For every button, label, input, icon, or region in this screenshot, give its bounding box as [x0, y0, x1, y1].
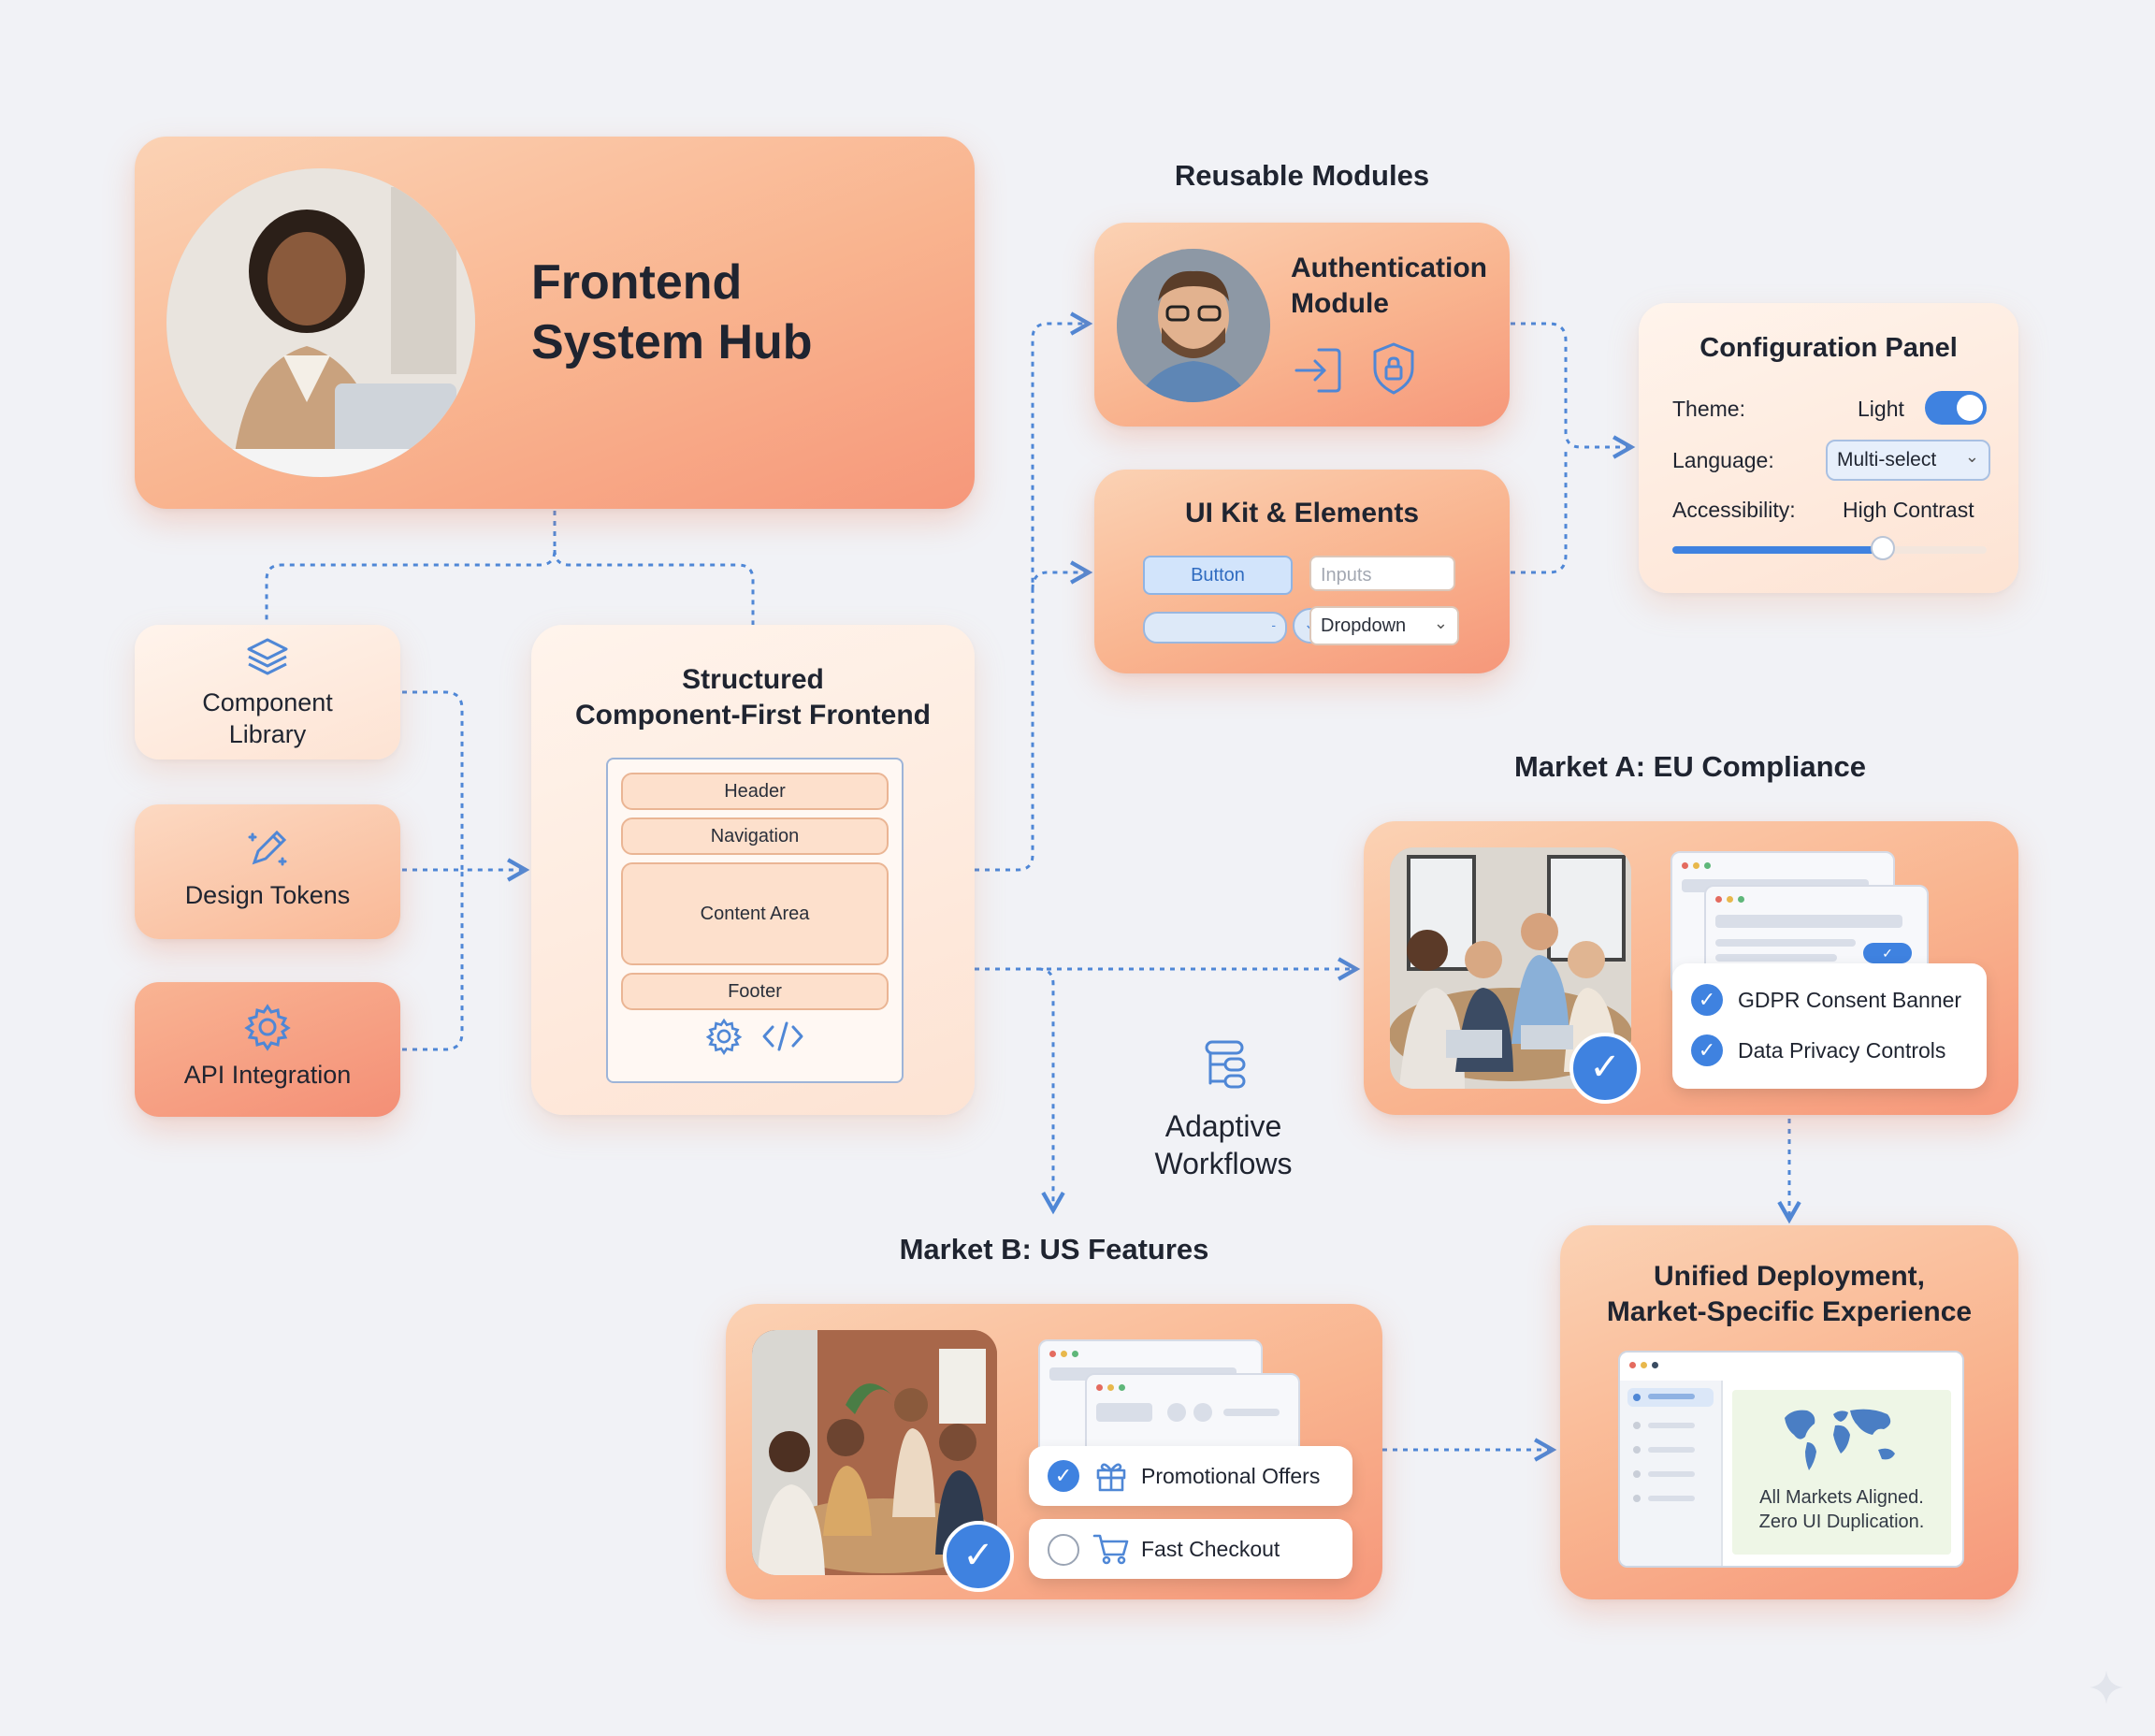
ui-kit-dropdown-label: Dropdown — [1321, 615, 1407, 636]
promotional-offers-row[interactable]: ✓ Promotional Offers — [1029, 1446, 1352, 1506]
component-library-line2: Library — [228, 720, 307, 748]
reusable-modules-heading: Reusable Modules — [1174, 159, 1430, 192]
api-integration-card[interactable]: API Integration — [135, 982, 400, 1117]
data-privacy-controls[interactable]: Data Privacy Controls — [1738, 1038, 1946, 1063]
component-library-card[interactable]: Component Library — [135, 625, 400, 760]
market-a-heading: Market A: EU Compliance — [1513, 750, 1867, 783]
wireframe-header[interactable]: Header — [621, 773, 889, 810]
promotional-offers-label: Promotional Offers — [1141, 1464, 1321, 1488]
unified-title-line2: Market-Specific Experience — [1606, 1296, 1973, 1327]
accessibility-label: Accessibility: — [1672, 498, 1796, 522]
login-icon — [1294, 348, 1341, 393]
design-tokens-card[interactable]: Design Tokens — [135, 804, 400, 939]
configuration-panel: Configuration Panel Theme: Light Languag… — [1639, 303, 2018, 593]
hub-developer-photo — [166, 168, 475, 477]
language-select[interactable]: Multi-select ⌄ — [1826, 440, 1990, 481]
hub-title: Frontend System Hub — [531, 253, 813, 372]
config-panel-title: Configuration Panel — [1699, 333, 1958, 363]
language-chevron-icon: ⌄ — [1964, 447, 1979, 466]
design-tokens-label: Design Tokens — [184, 881, 351, 909]
auth-developer-photo — [1117, 249, 1270, 402]
unified-caption-line2: Zero UI Duplication. — [1758, 1512, 1925, 1532]
auth-title-line2: Module — [1291, 288, 1389, 319]
sparkle-icon — [2090, 1671, 2123, 1704]
language-label: Language: — [1672, 448, 1774, 472]
ui-kit-sample-button[interactable]: Button — [1143, 556, 1293, 595]
frontend-system-hub-card: Frontend System Hub — [135, 137, 975, 509]
theme-toggle[interactable] — [1925, 391, 1987, 425]
gift-icon — [1096, 1463, 1126, 1492]
accessibility-value: High Contrast — [1843, 498, 1974, 522]
layers-icon — [247, 638, 288, 675]
ui-kit-sample-input[interactable]: Inputs — [1309, 556, 1455, 591]
accessibility-slider-thumb[interactable] — [1871, 536, 1896, 560]
structured-frontend-card: Structured Component-First Frontend Head… — [531, 625, 975, 1115]
adaptive-workflows-line2: Workflows — [1154, 1147, 1293, 1180]
market-a-card: ✓ ✓ ✓ GDPR Consent Banner ✓ Data Privacy… — [1364, 821, 2018, 1115]
ui-kit-title: UI Kit & Elements — [1184, 498, 1420, 528]
fast-checkout-label: Fast Checkout — [1141, 1537, 1280, 1561]
auth-title-line1: Authentication — [1291, 253, 1487, 283]
us-verified-check-icon: ✓ — [943, 1521, 1014, 1592]
structured-title-line2: Component-First Frontend — [575, 700, 931, 731]
world-map-icon — [1785, 1409, 1895, 1470]
gdpr-check-icon: ✓ — [1691, 984, 1723, 1016]
fast-checkout-row[interactable]: Fast Checkout — [1029, 1519, 1352, 1579]
unified-app-window: All Markets Aligned. Zero UI Duplication… — [1618, 1351, 1964, 1568]
market-b-heading: Market B: US Features — [899, 1233, 1209, 1266]
shield-lock-icon — [1373, 342, 1414, 395]
promo-check-icon[interactable]: ✓ — [1048, 1460, 1079, 1492]
ui-kit-dropdown[interactable]: Dropdown ⌄ — [1309, 606, 1459, 645]
eu-compliance-list: ✓ GDPR Consent Banner ✓ Data Privacy Con… — [1672, 963, 1987, 1089]
us-team-photo — [752, 1330, 997, 1575]
dropdown-chevron-icon: ⌄ — [1433, 614, 1448, 632]
structured-title-line1: Structured — [682, 664, 824, 695]
api-integration-label: API Integration — [183, 1061, 352, 1089]
hub-title-line2: System Hub — [531, 315, 813, 369]
eu-verified-check-icon: ✓ — [1569, 1033, 1641, 1104]
ui-kit-card: UI Kit & Elements Button Inputs - ⌄ Drop… — [1094, 470, 1510, 673]
code-icon — [762, 1021, 803, 1051]
adaptive-workflows-line1: Adaptive — [1164, 1109, 1282, 1143]
component-library-line1: Component — [202, 688, 333, 716]
hub-title-line1: Frontend — [531, 255, 743, 310]
unified-sidebar — [1620, 1381, 1723, 1566]
shopping-cart-icon — [1092, 1534, 1129, 1565]
workflow-icon — [1205, 1040, 1246, 1089]
accessibility-slider-track[interactable] — [1672, 536, 1987, 560]
wireframe-content-area[interactable]: Content Area — [621, 862, 889, 965]
gear-icon — [244, 1004, 291, 1051]
pencil-sparkle-icon — [248, 830, 287, 866]
unified-deployment-card: Unified Deployment, Market-Specific Expe… — [1560, 1225, 2018, 1599]
layout-wireframe: Header Navigation Content Area Footer — [606, 758, 904, 1083]
theme-label: Theme: — [1672, 397, 1745, 421]
theme-value: Light — [1858, 397, 1904, 421]
wireframe-navigation[interactable]: Navigation — [621, 817, 889, 855]
unified-title-line1: Unified Deployment, — [1653, 1261, 1926, 1292]
gdpr-consent-banner[interactable]: GDPR Consent Banner — [1738, 988, 1962, 1012]
ui-kit-sample-select[interactable]: - — [1143, 612, 1287, 644]
authentication-module-card[interactable]: Authentication Module — [1094, 223, 1510, 427]
fast-checkout-radio[interactable] — [1048, 1534, 1079, 1566]
wireframe-footer[interactable]: Footer — [621, 973, 889, 1010]
unified-map-panel: All Markets Aligned. Zero UI Duplication… — [1732, 1390, 1951, 1555]
privacy-check-icon: ✓ — [1691, 1034, 1723, 1066]
language-select-value: Multi-select — [1837, 449, 1937, 470]
settings-icon — [705, 1018, 743, 1055]
market-b-card: ✓ ✓ Promotional Offers — [726, 1304, 1382, 1599]
unified-caption-line1: All Markets Aligned. — [1759, 1487, 1924, 1508]
